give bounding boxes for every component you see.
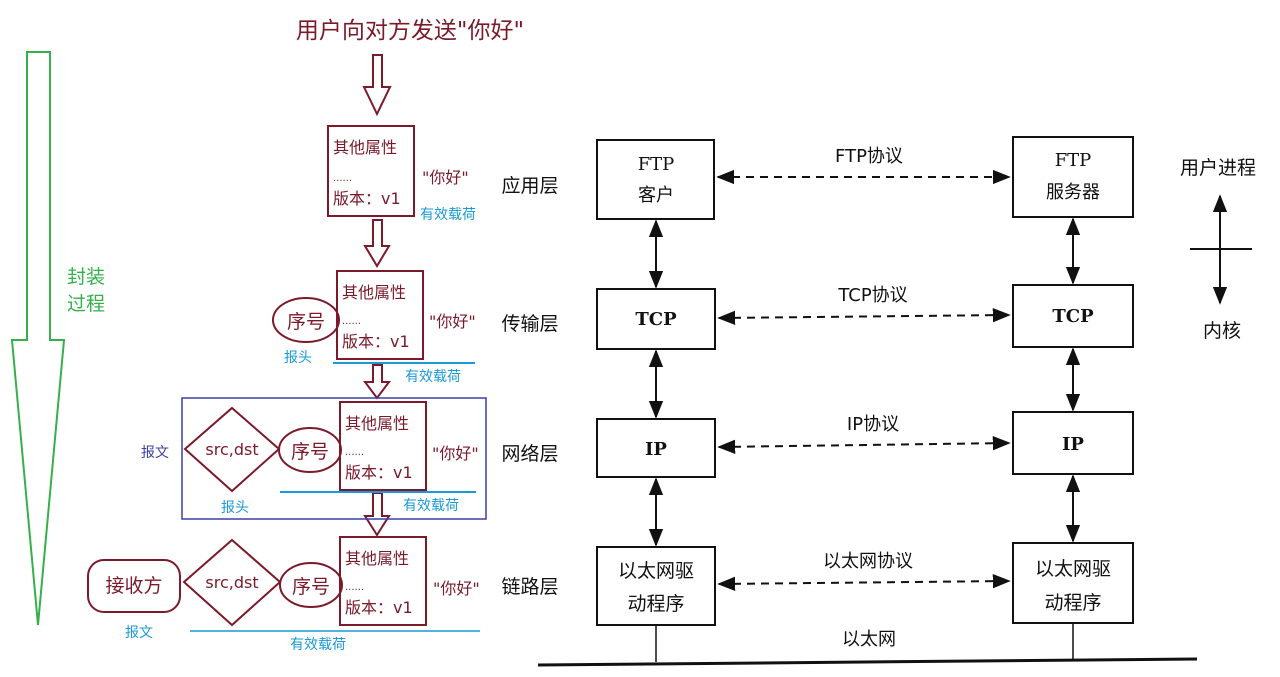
network-data-box [339,401,427,491]
layer-application: 应用层 [501,175,558,197]
encapsulation-label-1: 封装 [67,266,105,288]
protocol-arrow-tcp [717,307,1011,326]
server-ftp-box [1012,136,1134,218]
down-arrow-4 [363,492,391,537]
layer-network: 网络层 [501,443,558,465]
field-other-attrs: 其他属性 [345,549,409,568]
down-arrow-2 [363,219,391,268]
server-ip-box [1012,411,1134,475]
link-data-box [339,536,427,626]
protocol-ftp-label: FTP协议 [835,146,903,167]
client-ftp-label-2: 客户 [638,185,674,206]
client-tcp-box [596,288,716,350]
client-ip-label: IP [645,439,667,460]
diagram-title: 用户向对方发送"你好" [296,18,524,44]
kernel-label: 内核 [1203,320,1241,342]
layer-transport: 传输层 [501,313,558,335]
field-dots: ...... [345,582,364,593]
protocol-ip-label: IP协议 [847,414,899,435]
server-ip-label: IP [1062,434,1084,455]
client-eth-box [596,546,716,626]
encapsulation-arrow [10,51,66,626]
protocol-arrow-eth [717,573,1011,592]
addr-diamond [182,538,282,627]
ethernet-bus [537,657,1198,667]
field-dots: ...... [345,447,364,458]
payload-text: "你好" [422,168,469,187]
network-frame-box [181,397,487,520]
field-version: 版本：v1 [345,463,413,482]
server-eth-label: 以太网驱 [1035,558,1111,580]
client-ftp-box [596,139,715,220]
server-eth-box [1012,542,1134,624]
field-version: 版本：v1 [333,189,401,208]
protocol-arrow-ip [717,436,1011,454]
seq-label: 序号 [291,441,329,463]
receiver-box [87,559,181,613]
payload-tag: 有效载荷 [290,637,346,653]
client-ftp-label: FTP [638,154,675,175]
addr-label: src,dst [205,440,258,459]
field-version: 版本：v1 [345,598,413,617]
header-tag: 报头 [221,500,249,516]
ethernet-bus-label: 以太网 [842,629,896,650]
message-tag: 报文 [125,625,153,641]
server-eth-label-2: 动程序 [1044,592,1101,614]
seq-label: 序号 [292,576,330,598]
seq-oval [279,562,343,608]
field-other-attrs: 其他属性 [333,138,397,157]
seq-label: 序号 [287,311,325,333]
down-arrow-3 [363,364,391,400]
header-tag: 报头 [284,350,312,366]
addr-label: src,dst [205,573,258,592]
seq-oval [272,297,340,343]
server-ftp-label: FTP [1055,150,1092,171]
payload-text: "你好" [432,444,479,463]
transport-data-box [336,270,424,360]
app-data-box [327,125,415,217]
payload-text: "你好" [433,579,480,598]
field-dots: ...... [333,173,352,184]
server-tcp-label: TCP [1052,306,1094,327]
client-ip-box [596,418,716,478]
client-tcp-label: TCP [635,309,677,330]
layer-link: 链路层 [501,576,558,598]
payload-tag: 有效载荷 [405,369,461,385]
server-tcp-box [1012,284,1134,348]
message-tag: 报文 [141,445,169,461]
protocol-eth-label: 以太网协议 [823,551,913,572]
protocol-tcp-label: TCP协议 [837,285,907,306]
receiver-label: 接收方 [105,575,162,597]
client-eth-label-2: 动程序 [627,593,684,615]
client-eth-label: 以太网驱 [618,560,694,582]
payload-tag: 有效载荷 [403,498,459,514]
user-process-label: 用户进程 [1180,157,1256,179]
field-dots: ...... [342,316,361,327]
addr-diamond [183,406,281,493]
payload-tag: 有效载荷 [420,207,476,223]
down-arrow-1 [362,54,392,117]
server-ftp-label-2: 服务器 [1046,182,1100,203]
field-other-attrs: 其他属性 [342,283,406,302]
encapsulation-label-2: 过程 [67,293,105,315]
field-version: 版本：v1 [342,332,410,351]
field-other-attrs: 其他属性 [345,414,409,433]
payload-text: "你好" [429,312,476,331]
